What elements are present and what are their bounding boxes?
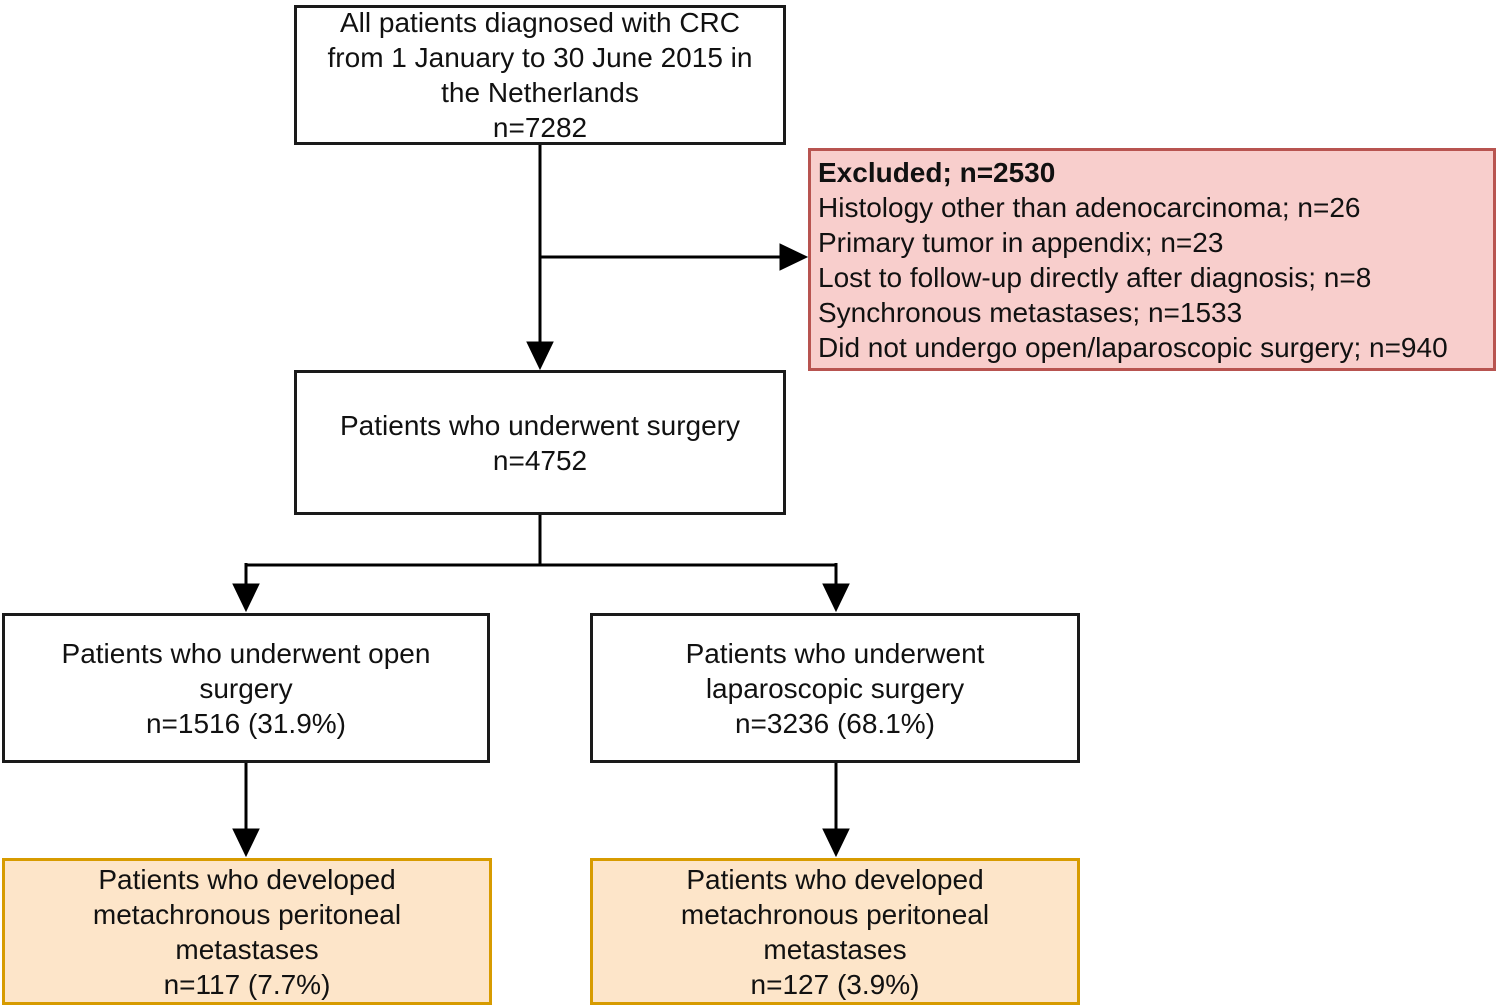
node-excluded: Excluded; n=2530 Histology other than ad… [808, 148, 1496, 371]
node-excluded-title: Excluded; n=2530 [818, 157, 1056, 188]
arrowhead-into-open-outcome [232, 828, 260, 858]
node-excluded-item: Histology other than adenocarcinoma; n=2… [818, 192, 1361, 223]
node-open-surgery: Patients who underwent open surgery n=15… [2, 613, 490, 763]
node-excluded-item: Primary tumor in appendix; n=23 [818, 227, 1224, 258]
node-open-surgery-text: Patients who underwent open surgery n=15… [61, 637, 431, 739]
node-excluded-item: Lost to follow-up directly after diagnos… [818, 262, 1372, 293]
node-open-metachronous-metastases: Patients who developed metachronous peri… [2, 858, 492, 1005]
node-excluded-item: Synchronous metastases; n=1533 [818, 297, 1243, 328]
node-underwent-surgery: Patients who underwent surgery n=4752 [294, 370, 786, 515]
node-laparoscopic-surgery-text: Patients who underwent laparoscopic surg… [685, 637, 985, 739]
node-total-patients: All patients diagnosed with CRC from 1 J… [294, 5, 786, 145]
node-excluded-item: Did not undergo open/laparoscopic surger… [818, 332, 1448, 363]
node-laparoscopic-surgery: Patients who underwent laparoscopic surg… [590, 613, 1080, 763]
node-underwent-surgery-text: Patients who underwent surgery n=4752 [340, 409, 740, 476]
arrowhead-into-surgery [526, 341, 554, 371]
node-laparoscopic-metachronous-metastases: Patients who developed metachronous peri… [590, 858, 1080, 1005]
node-laparoscopic-metachronous-metastases-text: Patients who developed metachronous peri… [680, 863, 990, 1000]
node-open-metachronous-metastases-text: Patients who developed metachronous peri… [92, 863, 402, 1000]
node-total-patients-text: All patients diagnosed with CRC from 1 J… [327, 7, 753, 143]
arrowhead-into-laparoscopic [822, 583, 850, 613]
arrowhead-into-laparoscopic-outcome [822, 828, 850, 858]
arrowhead-into-open [232, 583, 260, 613]
arrowhead-into-excluded [779, 243, 809, 271]
